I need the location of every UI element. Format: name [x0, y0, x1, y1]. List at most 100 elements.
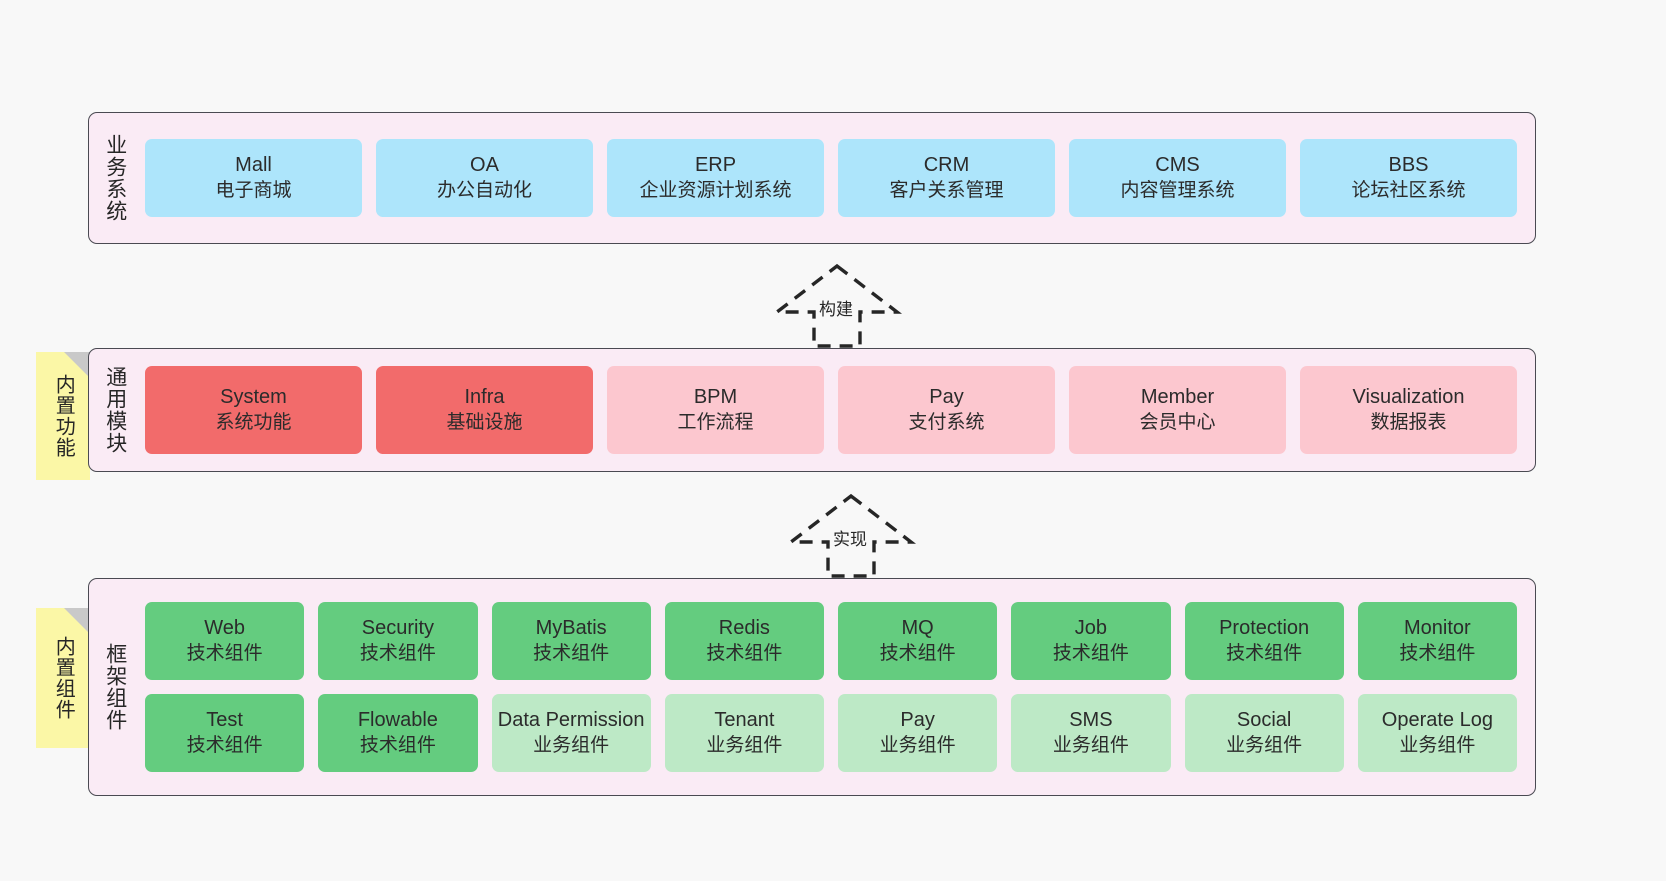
node-name: Member [1140, 386, 1215, 409]
node-mybatis[interactable]: MyBatis 技术组件 [491, 602, 651, 680]
node-job[interactable]: Job 技术组件 [1011, 602, 1171, 680]
connector-build-label: 构建 [819, 300, 853, 319]
node-subtitle: 业务组件 [1399, 734, 1476, 756]
layer-framework-components: 框架组件 Web 技术组件 Security 技术组件 MyBatis 技术组件… [88, 578, 1536, 796]
node-subtitle: 业务组件 [1226, 734, 1303, 756]
node-name: Security [361, 617, 434, 640]
node-name: CRM [923, 154, 970, 177]
node-name: Pay [900, 709, 935, 732]
node-name: Redis [718, 617, 770, 640]
node-name: Data Permission [497, 709, 645, 732]
layer-title-common-modules: 通用模块 [103, 366, 127, 454]
sticky-note-builtin-component: 内置组件 [36, 608, 90, 748]
node-monitor[interactable]: Monitor 技术组件 [1357, 602, 1517, 680]
node-name: BPM [693, 386, 738, 409]
node-name: Tenant [714, 709, 775, 732]
node-subtitle: 技术组件 [359, 642, 436, 664]
node-subtitle: 业务组件 [1052, 734, 1129, 756]
node-name: Monitor [1404, 617, 1471, 640]
node-pay[interactable]: Pay 支付系统 [838, 366, 1055, 454]
node-subtitle: 技术组件 [1226, 642, 1303, 664]
sticky-note-label: 内置组件 [52, 636, 75, 720]
node-oa[interactable]: OA 办公自动化 [376, 139, 593, 217]
node-name: Infra [464, 386, 505, 409]
node-cms[interactable]: CMS 内容管理系统 [1069, 139, 1286, 217]
node-system[interactable]: System 系统功能 [145, 366, 362, 454]
node-subtitle: 会员中心 [1139, 411, 1216, 433]
node-subtitle: 技术组件 [879, 642, 956, 664]
node-subtitle: 业务组件 [879, 734, 956, 756]
node-crm[interactable]: CRM 客户关系管理 [838, 139, 1055, 217]
node-name: BBS [1388, 154, 1429, 177]
framework-row-tech: Web 技术组件 Security 技术组件 MyBatis 技术组件 Redi… [145, 602, 1517, 680]
node-name: Pay [929, 386, 964, 409]
node-name: Web [204, 617, 245, 640]
node-subtitle: 技术组件 [359, 734, 436, 756]
node-member[interactable]: Member 会员中心 [1069, 366, 1286, 454]
node-subtitle: 技术组件 [706, 642, 783, 664]
node-name: SMS [1069, 709, 1113, 732]
node-bpm[interactable]: BPM 工作流程 [607, 366, 824, 454]
node-name: Visualization [1352, 386, 1465, 409]
node-web[interactable]: Web 技术组件 [145, 602, 305, 680]
node-infra[interactable]: Infra 基础设施 [376, 366, 593, 454]
node-name: MyBatis [535, 617, 607, 640]
node-sms[interactable]: SMS 业务组件 [1011, 694, 1171, 772]
layer-body-framework-components: Web 技术组件 Security 技术组件 MyBatis 技术组件 Redi… [141, 579, 1535, 795]
layer-body-common-modules: System 系统功能 Infra 基础设施 BPM 工作流程 Pay 支付系统… [141, 349, 1535, 471]
node-mall[interactable]: Mall 电子商城 [145, 139, 362, 217]
node-name: MQ [901, 617, 934, 640]
node-bbs[interactable]: BBS 论坛社区系统 [1300, 139, 1517, 217]
node-tenant[interactable]: Tenant 业务组件 [664, 694, 824, 772]
node-test[interactable]: Test 技术组件 [145, 694, 305, 772]
node-subtitle: 技术组件 [1052, 642, 1129, 664]
node-subtitle: 企业资源计划系统 [639, 179, 792, 201]
node-data-permission[interactable]: Data Permission 业务组件 [491, 694, 651, 772]
node-social[interactable]: Social 业务组件 [1184, 694, 1344, 772]
sticky-note-builtin-function: 内置功能 [36, 352, 90, 480]
node-pay-component[interactable]: Pay 业务组件 [838, 694, 998, 772]
node-name: Flowable [357, 709, 438, 732]
layer-title-business-systems: 业务系统 [103, 134, 127, 222]
node-subtitle: 技术组件 [186, 734, 263, 756]
node-subtitle: 基础设施 [446, 411, 523, 433]
connector-build: 构建 [757, 262, 917, 350]
node-subtitle: 内容管理系统 [1120, 179, 1235, 201]
folded-corner-icon [64, 608, 90, 634]
layer-business-systems: 业务系统 Mall 电子商城 OA 办公自动化 ERP 企业资源计划系统 CRM… [88, 112, 1536, 244]
node-name: Test [206, 709, 243, 732]
node-mq[interactable]: MQ 技术组件 [838, 602, 998, 680]
layer-common-modules: 通用模块 System 系统功能 Infra 基础设施 BPM 工作流程 Pay… [88, 348, 1536, 472]
connector-implement-label: 实现 [833, 530, 867, 549]
node-subtitle: 技术组件 [1399, 642, 1476, 664]
node-subtitle: 支付系统 [908, 411, 985, 433]
node-flowable[interactable]: Flowable 技术组件 [318, 694, 478, 772]
node-name: Mall [235, 154, 272, 177]
node-operate-log[interactable]: Operate Log 业务组件 [1357, 694, 1517, 772]
node-name: Social [1236, 709, 1292, 732]
node-subtitle: 业务组件 [533, 734, 610, 756]
node-name: OA [470, 154, 499, 177]
node-security[interactable]: Security 技术组件 [318, 602, 478, 680]
node-erp[interactable]: ERP 企业资源计划系统 [607, 139, 824, 217]
sticky-note-label: 内置功能 [52, 374, 75, 458]
node-name: CMS [1155, 154, 1200, 177]
layer-title-framework-components: 框架组件 [103, 643, 127, 731]
node-name: Operate Log [1381, 709, 1493, 732]
node-subtitle: 技术组件 [186, 642, 263, 664]
layer-body-business-systems: Mall 电子商城 OA 办公自动化 ERP 企业资源计划系统 CRM 客户关系… [141, 113, 1535, 243]
node-protection[interactable]: Protection 技术组件 [1184, 602, 1344, 680]
node-subtitle: 业务组件 [706, 734, 783, 756]
node-subtitle: 办公自动化 [436, 179, 532, 201]
node-subtitle: 电子商城 [215, 179, 292, 201]
node-visualization[interactable]: Visualization 数据报表 [1300, 366, 1517, 454]
node-subtitle: 系统功能 [215, 411, 292, 433]
node-name: System [220, 386, 287, 409]
node-subtitle: 技术组件 [533, 642, 610, 664]
node-subtitle: 数据报表 [1370, 411, 1447, 433]
node-redis[interactable]: Redis 技术组件 [664, 602, 824, 680]
connector-implement: 实现 [771, 492, 931, 580]
framework-row-business: Test 技术组件 Flowable 技术组件 Data Permission … [145, 694, 1517, 772]
node-name: Job [1074, 617, 1107, 640]
